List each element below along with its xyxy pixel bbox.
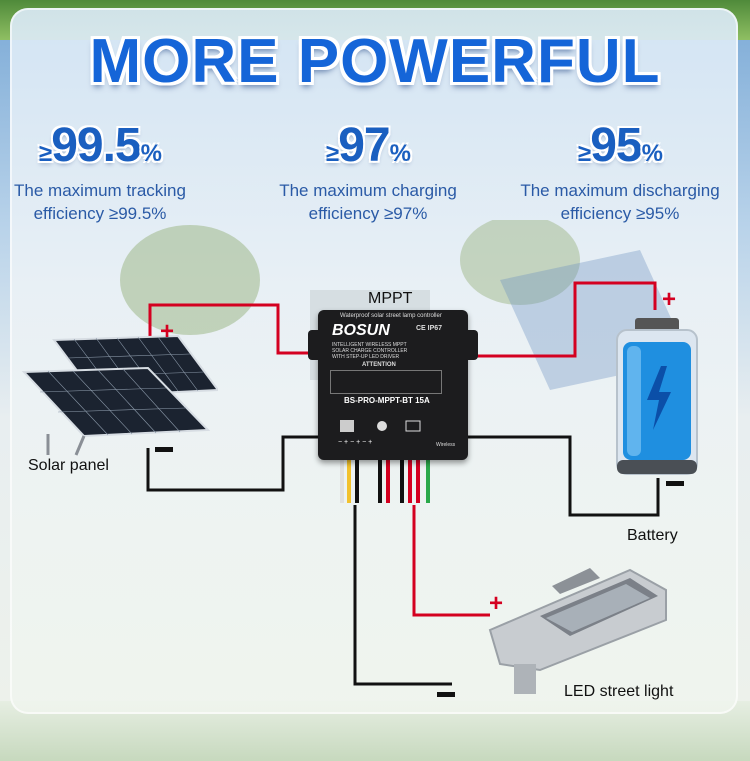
controller-warning-box — [330, 370, 442, 394]
stat-value: ≥95% — [578, 119, 663, 172]
mppt-label: MPPT — [368, 290, 413, 307]
mppt-controller: Waterproof solar street lamp controller … — [308, 310, 478, 460]
battery-positive-wire — [466, 281, 657, 358]
stat-value: ≥97% — [326, 119, 411, 172]
led-street-light-icon — [488, 568, 667, 694]
controller-attention: ATTENTION — [362, 362, 396, 368]
battery-plus-marker: + — [662, 286, 677, 313]
controller-line3: WITH STEP-UP LED DRIVER — [332, 354, 400, 360]
solar-minus-marker — [155, 447, 173, 452]
stat-value: ≥99.5% — [39, 119, 162, 172]
controller-wireless: Wireless — [436, 442, 456, 448]
controller-line1: INTELLIGENT WIRELESS MPPT — [332, 342, 407, 348]
led-negative-wire — [353, 505, 452, 686]
controller-mount-right — [464, 330, 478, 360]
solar-panel-icon — [21, 334, 218, 456]
controller-line2: SOLAR CHARGE CONTROLLER — [332, 348, 408, 354]
led-plus-marker: + — [489, 590, 504, 617]
controller-mount-left — [308, 330, 322, 360]
controller-terminal-icons: − + − + − + — [338, 420, 421, 446]
page-title: MORE POWERFUL — [89, 27, 661, 96]
controller-cert: CE IP67 — [416, 325, 443, 332]
brand-logo: BOSUN — [332, 322, 390, 339]
solar-plus-marker: + — [160, 318, 175, 345]
led-street-light-label: LED street light — [564, 683, 674, 700]
solar-panel-label: Solar panel — [28, 457, 109, 474]
battery-negative-wire — [466, 435, 660, 517]
led-positive-wire — [412, 505, 490, 617]
battery-icon — [616, 318, 698, 475]
controller-model: BS-PRO-MPPT-BT 15A — [344, 396, 430, 405]
battery-label: Battery — [627, 527, 678, 544]
solar-negative-wire — [146, 435, 322, 492]
controller-cable-bundle — [340, 458, 430, 503]
solar-positive-wire — [148, 303, 322, 355]
battery-minus-marker — [666, 481, 684, 486]
svg-text:− + − + − +: − + − + − + — [338, 439, 372, 446]
controller-header: Waterproof solar street lamp controller — [340, 313, 442, 319]
led-minus-marker — [437, 692, 455, 697]
